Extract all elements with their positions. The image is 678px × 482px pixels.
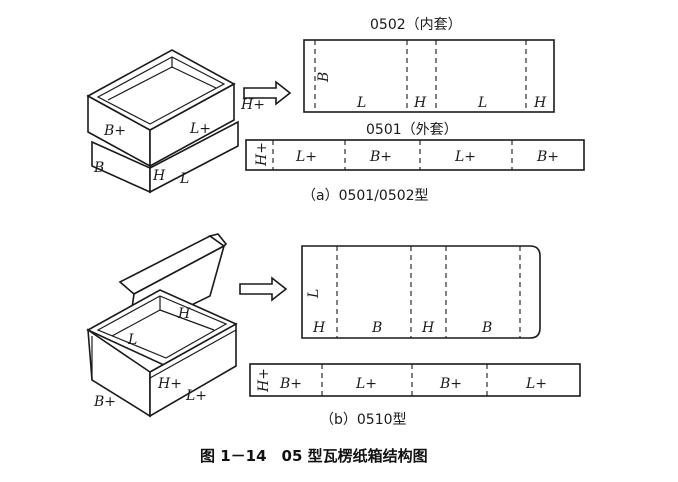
outer-panel-l1-label: L+ [295,149,317,165]
inner-sleeve-outline [303,39,555,113]
box-b-inner-l-label: L [127,332,137,348]
box-a-illustration: B+ L+ B H L [86,49,239,194]
strip-b1-label: B+ [279,376,302,392]
sheet-h1-label: H [312,320,326,336]
box-b-side-wall [149,322,237,418]
arrow-b-shape [239,276,288,302]
strip-l1-label: L+ [355,376,377,392]
outer-sleeve-title: 0501（外套） [366,122,458,138]
box-a-base-front-label: B [93,160,104,176]
lid-tuck-flap [208,233,228,248]
arrow-a-label: H+ [240,97,265,113]
outer-sleeve-outline [245,139,585,171]
outer-panel-b1-label: B+ [369,149,392,165]
box-b-front-h-label: H+ [157,376,182,392]
body-sheet-outline [301,245,541,339]
inner-flap-label: B [316,72,332,83]
outer-sleeve-side [149,120,239,194]
panel-a: B+ L+ B H L H+ 0502（内套） B L H L H 0501（外… [86,17,585,204]
box-b-inner-edge-c [159,309,215,331]
box-b-side-l-label: L+ [185,388,207,404]
box-a-front-label: B+ [103,123,126,139]
body-sheet-layout: L H B H B [301,245,541,339]
inner-panel-h2-label: H [533,95,547,111]
inner-floor-edge-b [171,66,217,89]
sheet-side-l-label: L [306,289,322,299]
arrow-a-shape [243,80,292,106]
arrow-b [239,276,288,302]
outer-sleeve-layout: H+ L+ B+ L+ B+ [245,139,585,171]
panel-b: H L H+ L+ B+ L H B H B [86,233,581,428]
box-b-side-double-edge [149,329,237,379]
outer-panel-l2-label: L+ [454,149,476,165]
inner-sleeve-title: 0502（内套） [370,17,462,33]
box-b-illustration: H L H+ L+ B+ [86,233,238,418]
lid-strip-outline [249,363,581,397]
inner-panel-l2-label: L [477,95,487,111]
outer-panel-b2-label: B+ [536,149,559,165]
box-a-base-l-label: L [179,171,189,187]
inner-floor-edge-a [107,66,173,101]
lid-strip-layout: H+ B+ L+ B+ L+ [249,363,581,397]
box-b-opening [96,295,228,359]
figure-caption: 图 1－14 05 型瓦楞纸箱结构图 [200,447,428,465]
sheet-b2-label: B [481,320,492,336]
outer-panel-h-label: H+ [254,142,270,167]
box-a-side-label: L+ [189,121,211,137]
arrow-a: H+ [240,80,292,113]
inner-panel-l1-label: L [356,95,366,111]
panel-a-caption: （a）0501/0502型 [302,188,429,204]
strip-b2-label: B+ [439,376,462,392]
strip-h-label: H+ [256,368,272,393]
inner-panel-h1-label: H [413,95,427,111]
box-b-lid-h-label: H [177,306,191,322]
sheet-h2-label: H [421,320,435,336]
box-a-base-h-label: H [152,168,166,184]
box-b-bottom-b-label: B+ [93,394,116,410]
strip-l2-label: L+ [525,376,547,392]
inner-sleeve-layout: B L H L H [303,39,555,113]
inner-tray-opening [96,56,226,125]
panel-b-caption: （b）0510型 [320,412,407,428]
sheet-b1-label: B [371,320,382,336]
box-b-inner-edge-b [111,309,161,337]
